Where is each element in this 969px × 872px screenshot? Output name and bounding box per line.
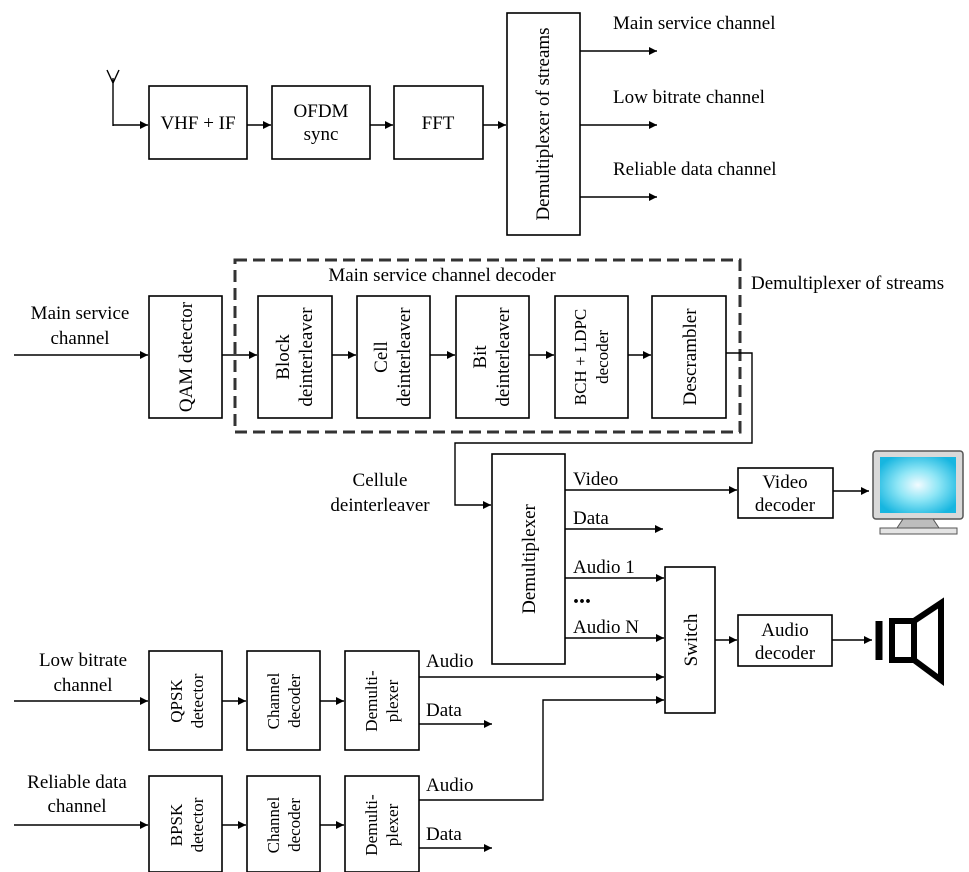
reliable-audio-to-switch-line (419, 696, 664, 801)
bit-deint-line2: deinterleaver (493, 307, 514, 407)
video-dec-line2: decoder (755, 495, 816, 516)
audio-ellipsis: ... (573, 583, 591, 609)
bch-ldpc-decoder-block: BCH + LDPC decoder (554, 295, 629, 419)
speaker-icon (875, 597, 944, 686)
qpsk-detector-block: QPSK detector (148, 650, 223, 751)
bit-deinterleaver-block: Bit deinterleaver (455, 295, 530, 419)
low-chdec-line1: Channel (264, 672, 283, 729)
bpsk-line1: BPSK (167, 803, 186, 846)
reliable-input-label-line2: channel (47, 796, 106, 817)
out-reliable-label: Reliable data channel (613, 159, 777, 180)
demux-label: Demultiplexer (519, 503, 540, 613)
cellule-label-line1: Cellule (353, 470, 408, 491)
qpsk-line2: detector (188, 673, 207, 728)
ofdm-label-line1: OFDM (294, 101, 349, 122)
switch-block: Switch (664, 566, 716, 714)
reliable-audio-label: Audio (426, 775, 474, 796)
audio-decoder-block: Audio decoder (737, 614, 833, 667)
vhf-if-block: VHF + IF (148, 85, 248, 160)
qam-detector-block: QAM detector (148, 295, 223, 419)
main-input-label-line2: channel (50, 328, 109, 349)
low-data-label: Data (426, 700, 462, 721)
rel-chdec-line2: decoder (285, 798, 304, 852)
qam-label: QAM detector (176, 301, 197, 412)
bch-line2: decoder (593, 330, 612, 384)
main-input-label-line1: Main service (31, 303, 130, 324)
stream-demux-label: Demultiplexer of streams (533, 27, 554, 220)
monitor-icon (872, 450, 964, 535)
rel-demux-line2: plexer (383, 803, 402, 846)
bpsk-line2: detector (188, 797, 207, 852)
fft-label: FFT (422, 113, 455, 134)
reliable-demultiplexer-block: Demulti- plexer (344, 775, 420, 872)
video-dec-line1: Video (762, 472, 807, 493)
rel-demux-line1: Demulti- (362, 794, 381, 856)
out-main-label: Main service channel (613, 13, 775, 34)
video-out-label: Video (573, 469, 618, 490)
block-deint-line2: deinterleaver (296, 307, 317, 407)
low-demux-line2: plexer (383, 679, 402, 722)
qpsk-line1: QPSK (167, 679, 186, 723)
low-channel-decoder-block: Channel decoder (246, 650, 321, 751)
main-decoder-title: Main service channel decoder (328, 265, 556, 286)
cellule-label-line2: deinterleaver (330, 495, 430, 516)
low-input-label-line2: channel (53, 675, 112, 696)
ofdm-sync-block: OFDM sync (271, 85, 371, 160)
audio-dec-line2: decoder (755, 643, 816, 664)
cell-deinterleaver-block: Cell deinterleaver (356, 295, 431, 419)
vhf-if-label: VHF + IF (160, 113, 235, 134)
audio-dec-line1: Audio (761, 620, 809, 641)
reliable-input-label-line1: Reliable data (27, 772, 127, 793)
audioN-out-label: Audio N (573, 617, 639, 638)
rel-chdec-line1: Channel (264, 796, 283, 853)
data-out-label: Data (573, 508, 609, 529)
audio1-out-label: Audio 1 (573, 557, 635, 578)
cell-deint-line2: deinterleaver (394, 307, 415, 407)
stream-demultiplexer-block: Demultiplexer of streams (506, 12, 581, 236)
low-demultiplexer-block: Demulti- plexer (344, 650, 420, 751)
low-demux-line1: Demulti- (362, 670, 381, 732)
descrambler-to-demux-line (454, 352, 753, 509)
bit-deint-line1: Bit (470, 345, 491, 369)
descrambler-label: Descrambler (680, 308, 701, 406)
main-decoder-group (233, 258, 742, 434)
descrambler-block: Descrambler (651, 295, 727, 419)
demultiplexer-block: Demultiplexer (491, 453, 566, 665)
reliable-channel-decoder-block: Channel decoder (246, 775, 321, 872)
video-decoder-block: Video decoder (737, 467, 834, 519)
fft-block: FFT (393, 85, 484, 160)
reliable-data-label: Data (426, 824, 462, 845)
out-low-label: Low bitrate channel (613, 87, 765, 108)
low-audio-label: Audio (426, 651, 474, 672)
low-input-label-line1: Low bitrate (39, 650, 127, 671)
bch-line1: BCH + LDPC (571, 309, 590, 406)
bpsk-detector-block: BPSK detector (148, 775, 223, 872)
switch-label: Switch (681, 613, 702, 666)
antenna-icon (106, 69, 120, 126)
low-chdec-line2: decoder (285, 674, 304, 728)
ofdm-label-line2: sync (304, 124, 339, 145)
block-deint-line1: Block (273, 334, 294, 380)
cell-deint-line1: Cell (371, 341, 392, 373)
block-deinterleaver-block: Block deinterleaver (257, 295, 333, 419)
main-decoder-side-label: Demultiplexer of streams (751, 273, 944, 294)
